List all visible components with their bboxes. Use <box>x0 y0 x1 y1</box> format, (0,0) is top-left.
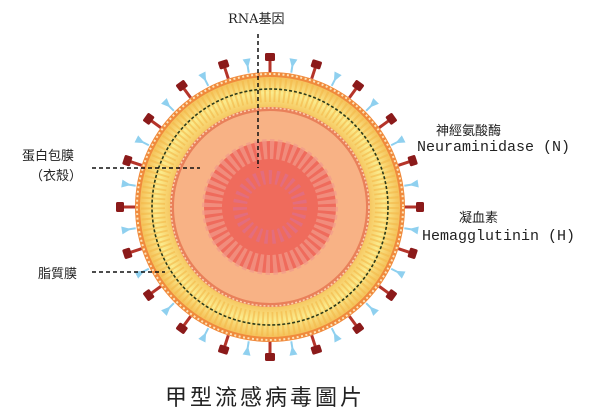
hemagglutinin-spike <box>161 98 175 112</box>
neuraminidase-spike <box>378 113 397 129</box>
neuraminidase-spike <box>218 334 230 355</box>
hemagglutinin-spike <box>198 327 210 343</box>
hemagglutinin-spike <box>121 179 136 188</box>
neuraminidase-spike <box>397 247 418 259</box>
neuraminidase-spike <box>348 80 364 99</box>
lipid-stripes <box>141 78 399 336</box>
neuraminidase-spike <box>218 59 230 80</box>
outer-bead-ring <box>136 73 404 341</box>
hemagglutinin-zh-label: 凝血素 <box>459 211 499 226</box>
neuraminidase-spike <box>116 202 135 212</box>
hemagglutinin-spike <box>365 302 379 316</box>
hemagglutinin-spike <box>404 226 419 235</box>
neuraminidase-spike <box>122 155 143 167</box>
hemagglutinin-spike <box>390 267 406 279</box>
hemagglutinin-spike <box>365 98 379 112</box>
neuraminidase-spike <box>378 285 397 301</box>
neuraminidase-zh-label: 神經氨酸酶 <box>436 124 502 139</box>
protein-envelope-label: 蛋白包膜 <box>22 149 75 164</box>
rna-core-texture <box>202 139 338 275</box>
rna-core-texture-inner <box>233 170 307 244</box>
neuraminidase-spike <box>122 247 143 259</box>
neuraminidase-spike <box>348 315 364 334</box>
hemagglutinin-spike <box>161 302 175 316</box>
hemagglutinin-spike <box>404 179 419 188</box>
neuraminidase-spike <box>310 59 322 80</box>
hemagglutinin-en-label: Hemagglutinin (H) <box>422 228 576 245</box>
neuraminidase-spike <box>397 155 418 167</box>
hemagglutinin-spike <box>330 327 342 343</box>
hemagglutinin-spike <box>289 58 298 73</box>
rna-core <box>204 141 336 273</box>
neuraminidase-spike <box>265 53 275 72</box>
neuraminidase-spike <box>176 80 192 99</box>
capsid-label: （衣殼） <box>30 169 83 184</box>
neuraminidase-spike <box>176 315 192 334</box>
dotted-black-ring <box>151 88 389 326</box>
hemagglutinin-spike <box>289 341 298 356</box>
hemagglutinin-spike <box>242 58 251 73</box>
hemagglutinin-spike <box>134 135 150 147</box>
neuraminidase-spike <box>265 342 275 361</box>
neuraminidase-spike <box>143 285 162 301</box>
neuraminidase-spike <box>143 113 162 129</box>
hemagglutinin-spike <box>198 71 210 87</box>
neuraminidase-en-label: Neuraminidase (N) <box>417 139 571 156</box>
hemagglutinin-spike <box>121 226 136 235</box>
matrix-bead-ring <box>170 107 370 307</box>
rna-gene-label: RNA基因 <box>228 12 285 27</box>
neuraminidase-spike <box>310 334 322 355</box>
hemagglutinin-spike <box>242 341 251 356</box>
surface-spikes <box>116 53 424 361</box>
neuraminidase-spike <box>405 202 424 212</box>
figure-title: 甲型流感病毒圖片 <box>165 386 366 411</box>
hemagglutinin-spike <box>390 135 406 147</box>
hemagglutinin-spike <box>330 71 342 87</box>
lipid-membrane-label: 脂質膜 <box>38 267 78 282</box>
